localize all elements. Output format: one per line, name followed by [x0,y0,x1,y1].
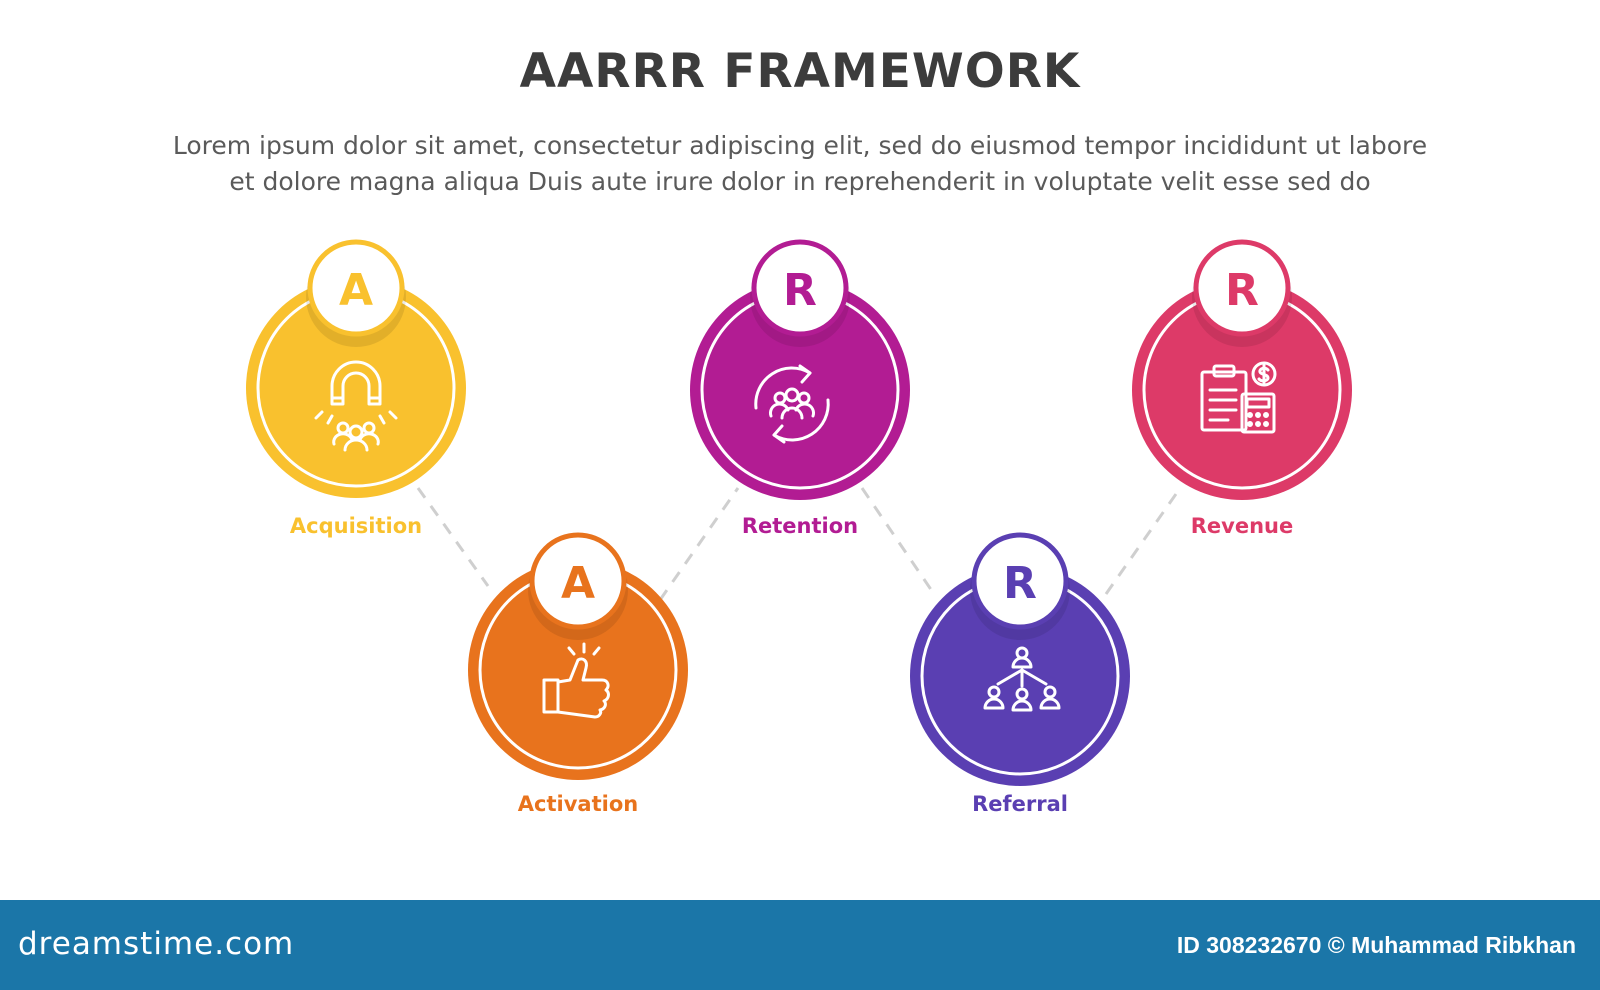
footer-brand: dreamstime.com [18,926,295,962]
stage-referral: R [910,532,1130,786]
stage-circle [246,278,466,498]
stage-circle [1132,280,1352,500]
stage-acquisition: A [246,239,466,498]
stage-label-retention: Retention [741,514,859,538]
stage-revenue: R [1132,239,1352,500]
stage-label-activation: Activation [517,792,639,816]
stage-letter: A [561,558,595,609]
stage-retention: R [690,239,910,500]
connector-referral-revenue [1104,493,1178,595]
page-title: AARRR FRAMEWORK [519,44,1081,99]
stage-circle [690,280,910,500]
thumbs-up-click-icon [542,642,610,719]
stage-letter: R [783,265,817,316]
connectors [416,487,1178,601]
stage-label-acquisition: Acquisition [289,514,423,538]
stage-letter: R [1225,265,1259,316]
stage-circle [910,566,1130,786]
description: Lorem ipsum dolor sit amet, consectetur … [60,128,1540,200]
referral-network-icon [983,646,1061,712]
description-line-2: et dolore magna aliqua Duis aute irure d… [229,167,1371,196]
letter-badge [307,239,405,337]
connector-retention-referral [860,487,936,595]
letter-badge [1193,239,1291,337]
letter-badge [529,532,627,630]
footer-image-id: ID 308232670 © Muhammad Ribkhan [1176,932,1576,958]
invoice-calculator-dollar-icon [1200,361,1277,434]
stage-circle [468,560,688,780]
aarrr-diagram: A A [246,239,1352,786]
description-line-1: Lorem ipsum dolor sit amet, consectetur … [172,131,1428,160]
letter-badge [751,239,849,337]
stage-letter: R [1003,558,1037,609]
stage-activation: A [468,532,688,780]
letter-badge [971,532,1069,630]
magnet-attracting-people-icon [314,360,398,452]
people-cycle-icon [754,364,830,444]
stage-label-referral: Referral [972,792,1068,816]
stage-letter: A [339,265,373,316]
connector-activation-retention [658,487,740,601]
footer-bar: dreamstime.com ID 308232670 © Muhammad R… [0,900,1600,990]
stage-label-revenue: Revenue [1190,514,1294,538]
